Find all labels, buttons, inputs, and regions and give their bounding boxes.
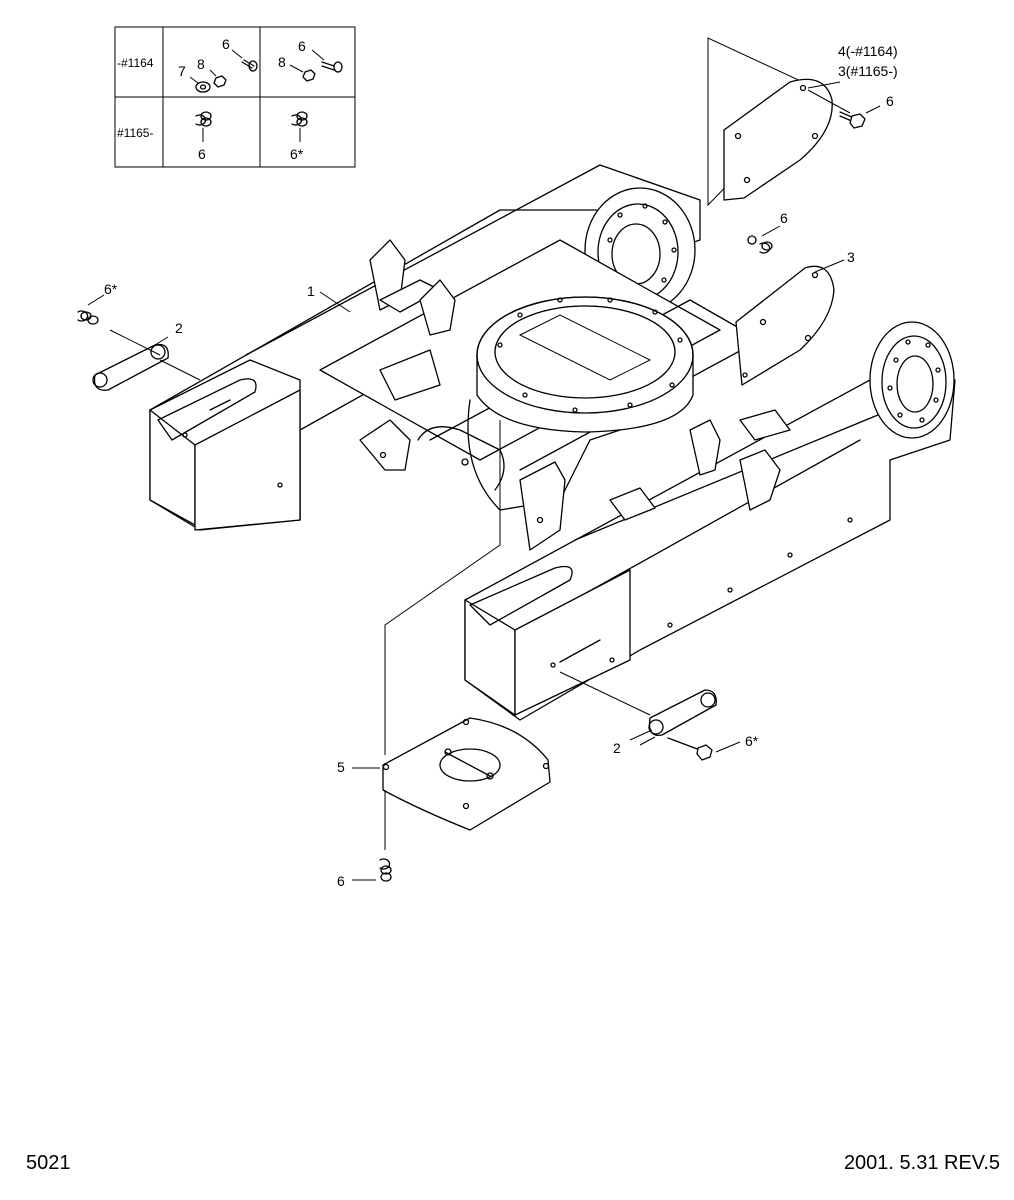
inset-row1-right-parts: 8 6 xyxy=(278,38,343,82)
callout-4-line2: 3(#1165-) xyxy=(838,63,898,79)
callout-6-bottom: 6 xyxy=(337,873,345,889)
inset-row2-left-parts: 6 xyxy=(195,111,212,162)
date-revision: 2001. 5.31 REV.5 xyxy=(843,1152,1000,1174)
inset-row1-left-callout-7: 7 xyxy=(178,63,186,79)
variant-inset-table: -#1164 #1165- 7 8 6 8 6 xyxy=(114,26,356,168)
main-frame xyxy=(149,164,956,721)
inset-row2-label: #1165- xyxy=(117,126,153,140)
callout-1: 1 xyxy=(307,283,315,299)
link-right xyxy=(559,671,717,741)
bolt-mid-right xyxy=(747,235,773,254)
inset-row1-right-callout-8: 8 xyxy=(278,54,286,70)
inset-row2-left-callout-6: 6 xyxy=(198,146,206,162)
bolt-right-bottom xyxy=(667,737,741,761)
inset-row1-left-parts: 7 8 6 xyxy=(178,36,258,93)
callout-6s-right: 6* xyxy=(745,733,759,749)
inset-row2-right-parts: 6* xyxy=(290,111,308,162)
callout-6s-left: 6* xyxy=(104,281,118,297)
bolt-bottom xyxy=(352,858,392,882)
inset-row1-left-callout-8: 8 xyxy=(197,56,205,72)
bolt-left xyxy=(77,294,105,325)
callout-4-line1: 4(-#1164) xyxy=(838,43,898,59)
cover-plate-right xyxy=(735,225,845,386)
inset-row2-right-callout-6s: 6* xyxy=(290,146,304,162)
inset-row1-label: -#1164 xyxy=(117,56,154,70)
callout-6-mid-right: 6 xyxy=(780,210,788,226)
callout-2-right: 2 xyxy=(613,740,621,756)
link-left xyxy=(92,329,201,391)
inset-row1-right-callout-6: 6 xyxy=(298,38,306,54)
callout-5: 5 xyxy=(337,759,345,775)
callout-2-left: 2 xyxy=(175,320,183,336)
page-number: 5021 xyxy=(26,1152,71,1174)
callout-6-top-right: 6 xyxy=(886,93,894,109)
callout-3: 3 xyxy=(847,249,855,265)
cover-plate-top xyxy=(707,37,881,207)
bottom-plate xyxy=(352,420,551,850)
bolt-top-right xyxy=(839,111,866,129)
inset-row1-left-callout-6: 6 xyxy=(222,36,230,52)
